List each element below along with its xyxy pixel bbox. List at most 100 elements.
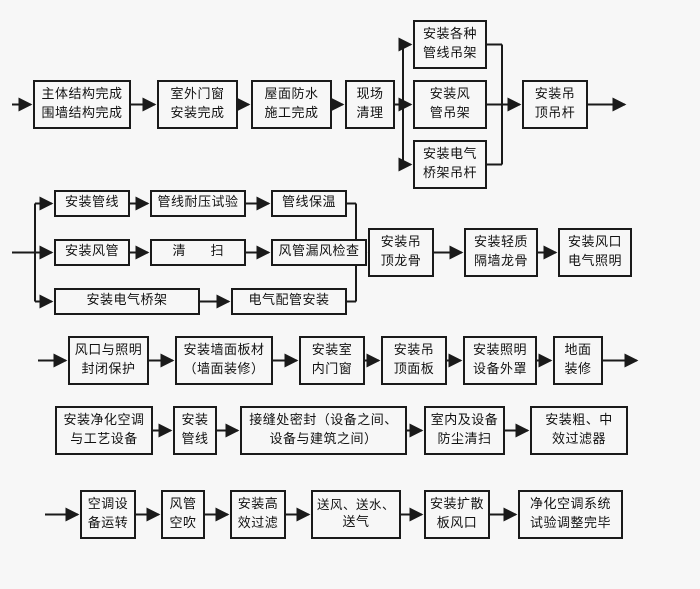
process-box-n6[interactable]: 安装风管吊架 (413, 80, 487, 129)
process-box-label: 安装风管 (64, 244, 119, 260)
process-box-n16[interactable]: 电气配管安装 (231, 288, 347, 315)
process-box-label: 安装墙面板材 (183, 342, 265, 358)
process-box-n19[interactable]: 安装风口电气照明 (558, 228, 632, 277)
process-box-n14[interactable]: 风管漏风检查 (271, 239, 367, 266)
process-box-label: 风口与照明 (74, 342, 143, 358)
process-box-label: （墙面装修） (183, 361, 265, 377)
process-box-label: 装修 (564, 361, 592, 377)
process-box-label: 施工完成 (264, 105, 319, 121)
process-box-n5[interactable]: 安装各种管线吊架 (413, 20, 487, 69)
process-box-label: 安装各种 (422, 26, 477, 42)
process-box-label: 安装电气桥架 (86, 293, 168, 309)
process-box-n9[interactable]: 安装管线 (54, 190, 130, 217)
process-box-label: 顶龙骨 (380, 253, 422, 269)
process-box-n35[interactable]: 安装扩散板风口 (424, 490, 490, 539)
process-box-label: 管吊架 (429, 105, 471, 121)
process-box-n24[interactable]: 安装照明设备外罩 (463, 336, 537, 385)
process-box-label: 安装 (181, 412, 209, 428)
process-box-n17[interactable]: 安装吊顶龙骨 (368, 228, 434, 277)
process-box-label: 安装扩散 (429, 496, 484, 512)
process-box-label: 围墙结构完成 (41, 105, 123, 121)
process-box-label: 安装高 (237, 496, 279, 512)
process-box-n1[interactable]: 主体结构完成围墙结构完成 (33, 80, 131, 129)
process-box-n23[interactable]: 安装吊顶面板 (381, 336, 447, 385)
process-box-label: 试验调整完毕 (529, 515, 611, 531)
process-box-n13[interactable]: 清 扫 (150, 239, 246, 266)
process-box-label: 安装吊 (393, 342, 435, 358)
process-box-label: 备运转 (87, 515, 129, 531)
process-box-n11[interactable]: 管线保温 (271, 190, 347, 217)
process-box-label: 安装风口 (567, 234, 622, 250)
process-box-n22[interactable]: 安装室内门窗 (299, 336, 365, 385)
process-box-label: 空吹 (169, 515, 197, 531)
process-box-n18[interactable]: 安装轻质隔墙龙骨 (464, 228, 538, 277)
process-box-n33[interactable]: 安装高效过滤 (230, 490, 286, 539)
process-box-label: 送气 (342, 515, 370, 531)
process-box-label: 安装粗、中 (545, 412, 613, 428)
process-box-n10[interactable]: 管线耐压试验 (150, 190, 246, 217)
process-box-n12[interactable]: 安装风管 (54, 239, 130, 266)
process-box-label: 管线耐压试验 (157, 195, 239, 211)
process-box-label: 风管 (169, 496, 197, 512)
process-box-label: 室内及设备 (430, 412, 499, 428)
process-box-label: 隔墙龙骨 (473, 253, 528, 269)
process-box-label: 电气配管安装 (248, 293, 330, 309)
process-box-label: 设备外罩 (472, 361, 527, 377)
process-box-n3[interactable]: 屋面防水施工完成 (251, 80, 332, 129)
process-box-label: 送风、送水、 (316, 497, 395, 513)
process-box-label: 安装净化空调 (63, 412, 145, 428)
process-box-n15[interactable]: 安装电气桥架 (54, 288, 200, 315)
process-box-label: 效过滤 (237, 515, 279, 531)
process-box-label: 封闭保护 (81, 361, 136, 377)
process-box-label: 与工艺设备 (70, 431, 138, 447)
process-box-n30[interactable]: 安装粗、中效过滤器 (530, 406, 628, 455)
process-box-n31[interactable]: 空调设备运转 (80, 490, 136, 539)
process-box-n27[interactable]: 安装管线 (173, 406, 217, 455)
process-box-label: 板风口 (436, 515, 478, 531)
process-box-label: 安装轻质 (473, 234, 528, 250)
process-box-n7[interactable]: 安装电气桥架吊杆 (413, 140, 487, 189)
process-box-label: 现场 (356, 86, 384, 102)
process-box-n34[interactable]: 送风、送水、送气 (311, 490, 401, 539)
process-box-label: 桥架吊杆 (422, 165, 477, 181)
process-box-label: 安装室 (311, 342, 353, 358)
process-box-label: 室外门窗 (170, 86, 225, 102)
process-box-n26[interactable]: 安装净化空调与工艺设备 (55, 406, 153, 455)
process-box-label: 净化空调系统 (529, 496, 611, 512)
process-box-label: 管线 (181, 431, 209, 447)
process-box-label: 管线吊架 (422, 45, 477, 61)
process-box-label: 安装风 (429, 86, 471, 102)
process-box-n28[interactable]: 接缝处密封（设备之间、设备与建筑之间） (240, 406, 407, 455)
process-box-label: 安装电气 (422, 146, 477, 162)
process-box-n4[interactable]: 现场清理 (345, 80, 395, 129)
process-box-label: 管线保温 (281, 195, 336, 211)
process-box-label: 安装吊 (380, 234, 422, 250)
process-box-label: 顶吊杆 (534, 105, 576, 121)
process-box-n8[interactable]: 安装吊顶吊杆 (522, 80, 588, 129)
process-box-label: 内门窗 (311, 361, 353, 377)
process-box-label: 安装吊 (534, 86, 576, 102)
process-box-label: 清理 (356, 105, 384, 121)
process-box-label: 空调设 (87, 496, 129, 512)
process-box-label: 安装完成 (170, 105, 225, 121)
process-box-n29[interactable]: 室内及设备防尘清扫 (424, 406, 505, 455)
process-box-label: 安装管线 (64, 195, 119, 211)
process-box-label: 设备与建筑之间） (269, 431, 378, 447)
process-box-n2[interactable]: 室外门窗安装完成 (157, 80, 238, 129)
process-box-label: 地面 (564, 342, 592, 358)
process-box-label: 清 扫 (172, 244, 230, 260)
process-box-label: 风管漏风检查 (278, 244, 360, 260)
process-box-label: 接缝处密封（设备之间、 (249, 412, 398, 428)
process-box-label: 效过滤器 (551, 431, 606, 447)
process-box-n20[interactable]: 风口与照明封闭保护 (68, 336, 149, 385)
process-box-label: 防尘清扫 (437, 431, 492, 447)
process-box-label: 顶面板 (393, 361, 435, 377)
process-box-n36[interactable]: 净化空调系统试验调整完毕 (518, 490, 623, 539)
process-box-n25[interactable]: 地面装修 (553, 336, 603, 385)
process-box-n21[interactable]: 安装墙面板材 （墙面装修） (175, 336, 273, 385)
process-box-label: 电气照明 (567, 253, 622, 269)
process-box-label: 安装照明 (472, 342, 527, 358)
process-box-label: 主体结构完成 (41, 86, 123, 102)
process-box-n32[interactable]: 风管空吹 (161, 490, 205, 539)
process-box-label: 屋面防水 (264, 86, 319, 102)
